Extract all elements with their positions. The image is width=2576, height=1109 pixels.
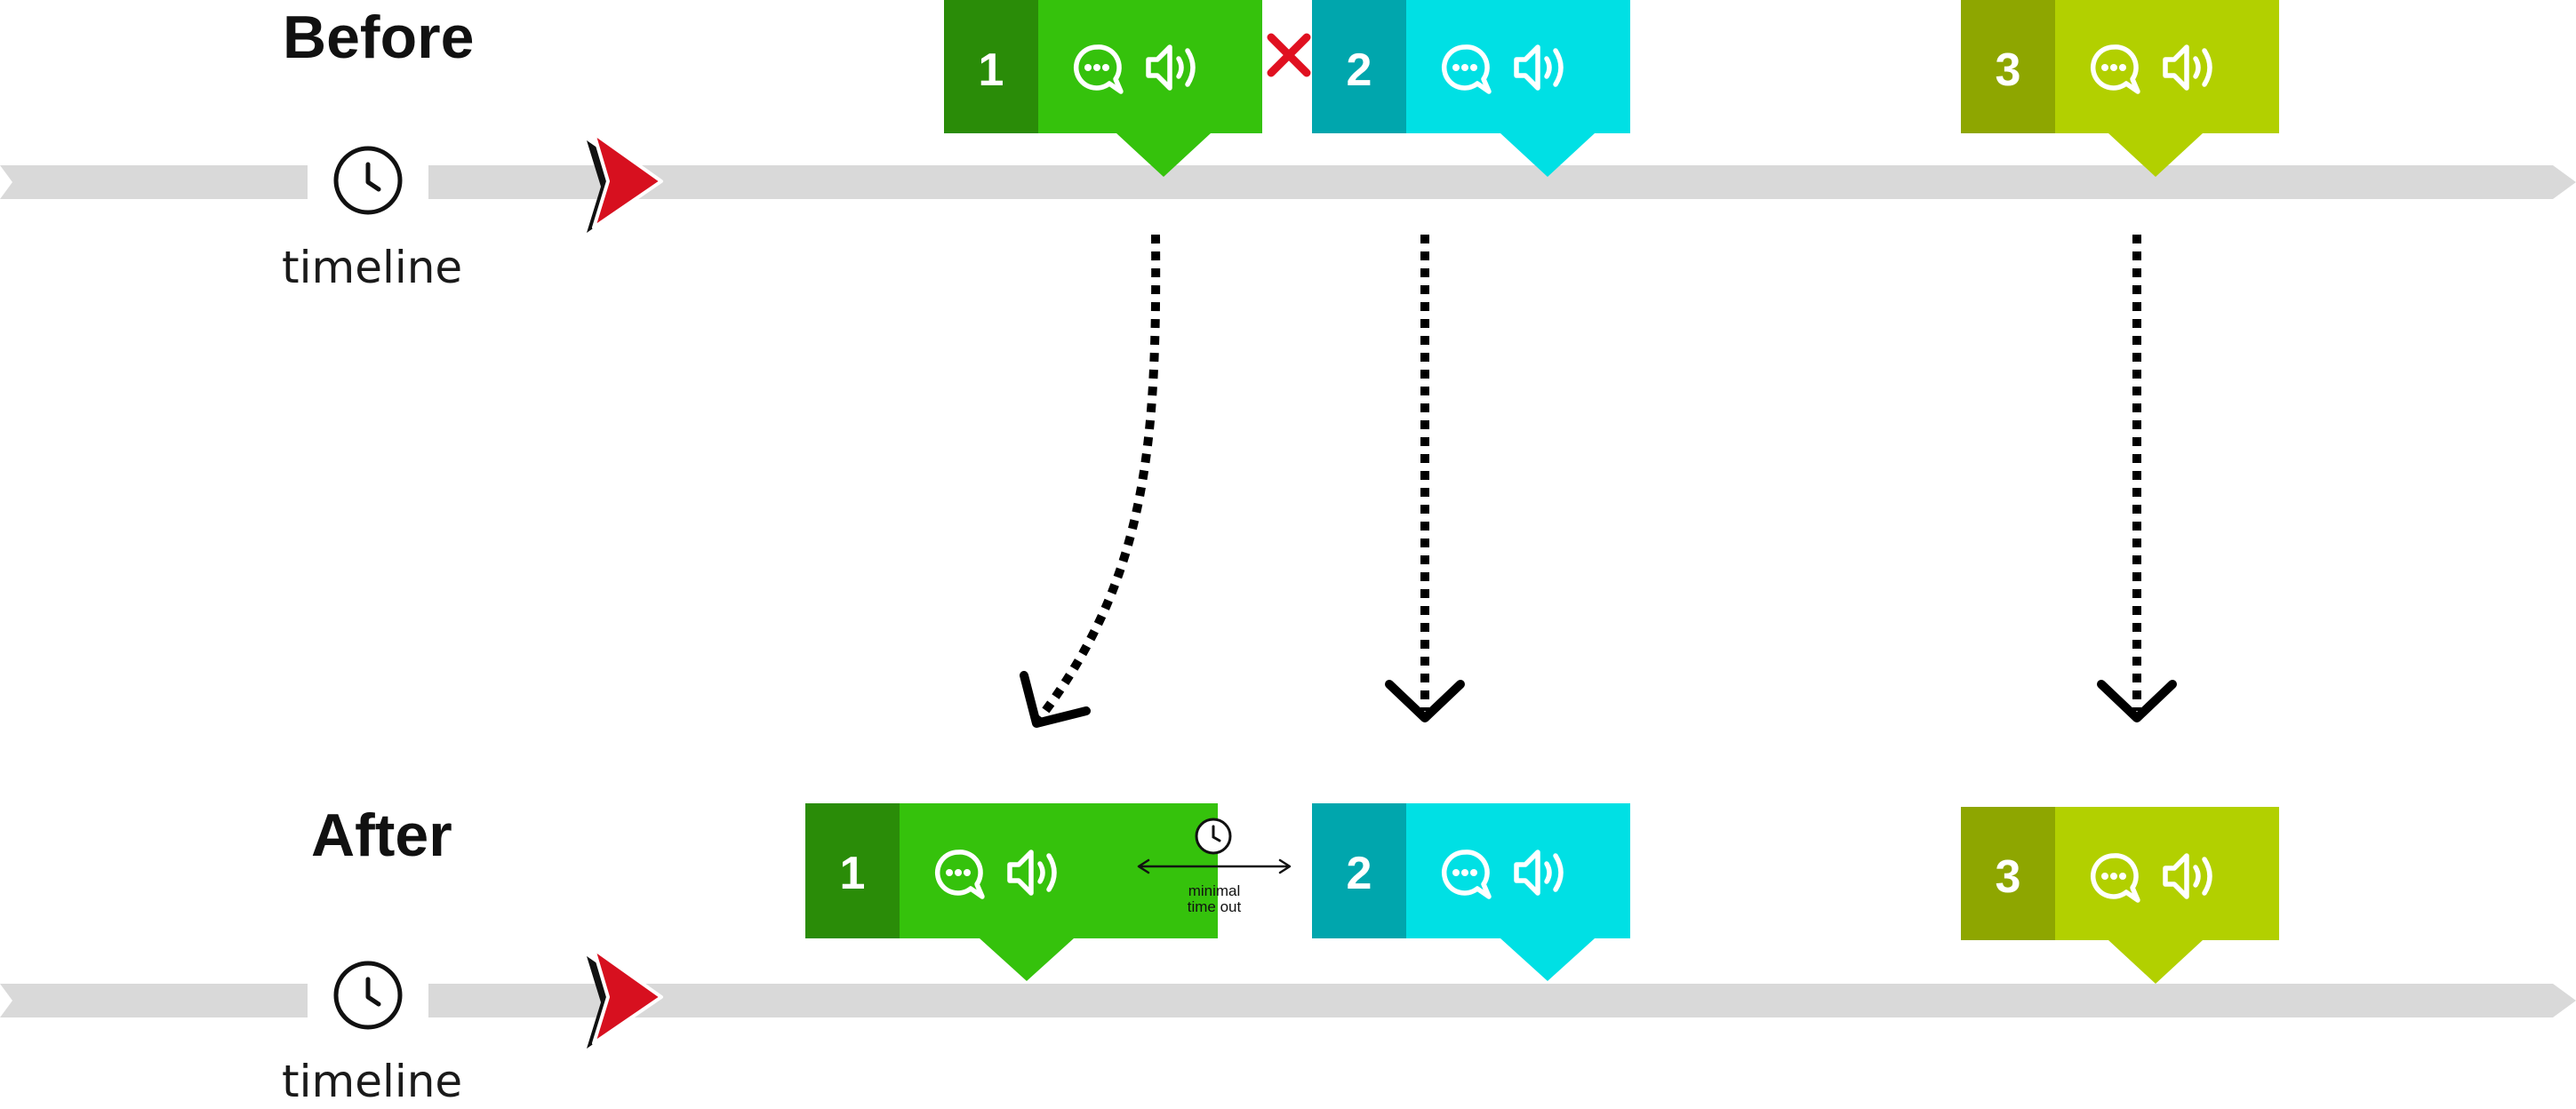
dotted-arrow-icon (1385, 235, 1465, 722)
before-timeline-label: timeline (282, 242, 463, 293)
after-card-3-number: 3 (1996, 851, 2021, 903)
dotted-arrow-icon (2097, 235, 2177, 722)
minimal-timeout: minimal time out (1137, 818, 1292, 915)
before-timeline-clock-icon (336, 148, 400, 212)
before-card-2-number: 2 (1347, 44, 1372, 96)
after-timeline-clock-icon (336, 963, 400, 1027)
after-timeline-label: timeline (282, 1056, 463, 1107)
after-card-3[interactable]: 3 (1961, 807, 2279, 984)
after-heading: After (311, 802, 452, 869)
before-card-2[interactable]: 2 (1312, 0, 1630, 177)
before-heading: Before (283, 4, 475, 71)
before-card-3-number: 3 (1996, 44, 2021, 96)
after-card-2[interactable]: 2 (1312, 803, 1630, 981)
dotted-arrow-icon (1020, 234, 1161, 728)
after-timeline (0, 947, 2576, 1050)
before-conflict-marker (1267, 33, 1311, 77)
before-card-3[interactable]: 3 (1961, 0, 2279, 177)
before-timeline (0, 132, 2576, 235)
after-card-2-number: 2 (1347, 848, 1372, 899)
timeout-label-line2: time out (1188, 898, 1242, 915)
before-card-1[interactable]: 1 (944, 0, 1262, 177)
after-card-1[interactable]: 1 (805, 803, 1218, 981)
timeout-label-line1: minimal (1188, 882, 1241, 899)
before-card-1-number: 1 (979, 44, 1004, 96)
transition-arrows (1020, 234, 2177, 728)
after-card-1-number: 1 (840, 848, 866, 899)
cross-icon (1267, 33, 1311, 77)
